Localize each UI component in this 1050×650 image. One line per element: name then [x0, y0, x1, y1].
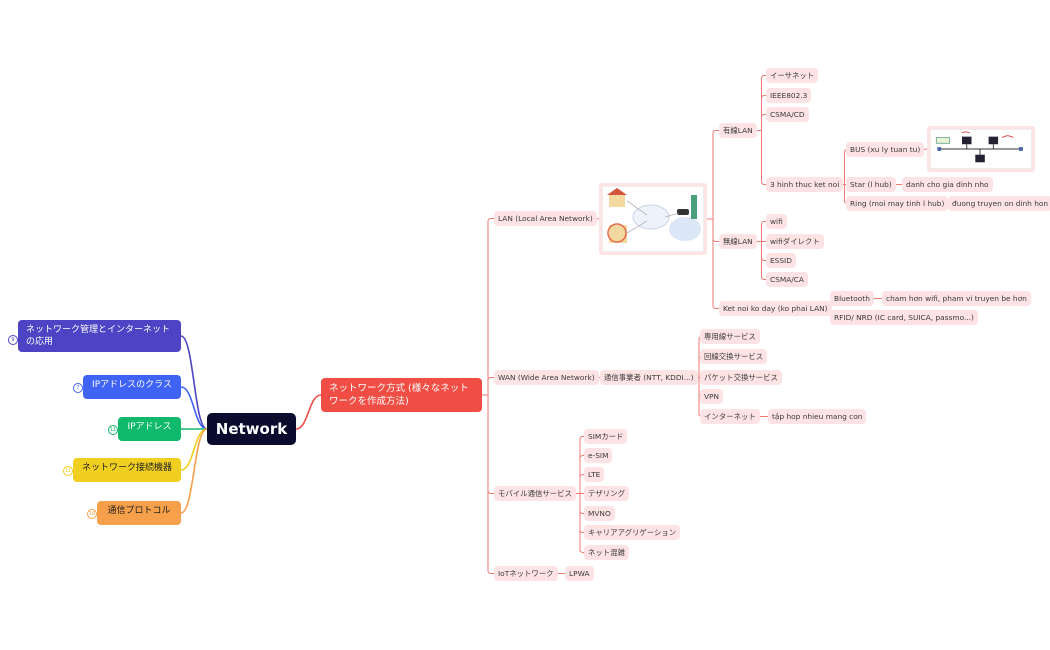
- topic-ip-class[interactable]: IPアドレスのクラス: [83, 375, 181, 399]
- connector-wireless-lan-node-wireless-item-csmaca: [757, 241, 766, 280]
- mobile-item-carrier-aggregation[interactable]: キャリアアグリゲーション: [584, 525, 681, 540]
- lan-node[interactable]: LAN (Local Area Network): [494, 211, 597, 226]
- wireless-item-essid[interactable]: ESSID: [766, 253, 796, 268]
- bluetooth-note[interactable]: cham hơn wifi, pham vi truyen be hơn: [882, 291, 1031, 306]
- internet-note[interactable]: tập hop nhieu mang con: [768, 409, 867, 424]
- mobile-item-tethering[interactable]: テザリング: [584, 486, 629, 501]
- bus-topology-icon: [935, 131, 1023, 163]
- mobile-item-mvno[interactable]: MVNO: [584, 506, 615, 521]
- wired-item-csmacd[interactable]: CSMA/CD: [766, 107, 809, 122]
- topic-ip-address[interactable]: IPアドレス: [118, 417, 181, 441]
- badge-protocols: 18: [87, 509, 97, 519]
- bluetooth-node[interactable]: Bluetooth: [830, 291, 874, 306]
- connector-bus-node-bus-diagram-image: [923, 148, 928, 150]
- connector-main-topic-network-methods-wan-node: [482, 377, 494, 396]
- badge-ip-address: 11: [108, 425, 118, 435]
- badge-network-devices: 11: [63, 466, 73, 476]
- topic-network-devices[interactable]: ネットワーク接続機器: [73, 458, 181, 482]
- iot-node[interactable]: IoTネットワーク: [494, 566, 558, 581]
- rfid-node[interactable]: RFID/ NRD (IC card, SUICA, passmo...): [830, 310, 978, 325]
- lan-illustration-icon: [607, 188, 701, 243]
- badge-network-management: 9: [8, 335, 18, 345]
- bus-node[interactable]: BUS (xu ly tuan tu): [846, 142, 925, 157]
- main-topic-network-methods[interactable]: ネットワーク方式 (様々なネットワークを作成方法): [321, 378, 482, 412]
- carrier-item-leased[interactable]: 専用線サービス: [700, 329, 760, 344]
- connector-main-topic-network-methods-iot-node: [482, 394, 494, 574]
- bus-diagram-image[interactable]: [927, 126, 1035, 172]
- star-note[interactable]: danh cho gia dinh nho: [902, 177, 993, 192]
- connector-main-topic-network-methods-lan-node: [482, 218, 494, 396]
- mobile-node[interactable]: モバイル通信サービス: [494, 486, 576, 501]
- carrier-item-internet[interactable]: インターネット: [700, 409, 760, 424]
- wireless-item-wifi-direct[interactable]: wifiダイレクト: [766, 234, 824, 249]
- star-node[interactable]: Star (l hub): [846, 177, 896, 192]
- wireless-item-wifi[interactable]: wifi: [766, 214, 787, 229]
- connector-central-topic-topic-protocols: [180, 428, 208, 514]
- connector-mobile-node-mobile-item-congestion: [576, 493, 584, 553]
- connector-central-topic-main-topic-network-methods: [295, 394, 322, 430]
- mobile-item-lte[interactable]: LTE: [584, 467, 605, 482]
- wireless-lan-node[interactable]: 無線LAN: [719, 234, 757, 249]
- connector-central-topic-topic-network-management: [180, 335, 208, 430]
- connector-central-topic-topic-network-devices: [180, 428, 208, 471]
- carrier-item-circuit[interactable]: 回線交換サービス: [700, 349, 768, 364]
- connector-wired-lan-node-wired-item-ethernet: [757, 75, 766, 131]
- connector-mobile-node-mobile-item-sim: [576, 436, 584, 494]
- carrier-item-packet[interactable]: パケット交換サービス: [700, 370, 782, 385]
- badge-ip-class: 7: [73, 383, 83, 393]
- wired-lan-node[interactable]: 有線LAN: [719, 123, 757, 138]
- ring-note[interactable]: đuong truyen on dinh hon: [948, 196, 1050, 211]
- wired-item-ethernet[interactable]: イーサネット: [766, 68, 819, 83]
- central-topic[interactable]: Network: [207, 413, 296, 445]
- connector-lan-node-lan-diagram-image: [596, 218, 600, 220]
- ring-node[interactable]: Ring (moi may tinh l hub): [846, 196, 949, 211]
- connector-mobile-node-mobile-item-lte: [576, 474, 584, 494]
- connector-mobile-node-mobile-item-esim: [576, 455, 584, 494]
- connector-wired-lan-node-wired-item-csmacd: [757, 114, 766, 131]
- lan-diagram-image[interactable]: [599, 183, 707, 255]
- wireless-item-csmaca[interactable]: CSMA/CA: [766, 272, 808, 287]
- connector-lan-diagram-image-wired-lan-node: [707, 130, 719, 220]
- topology-node[interactable]: 3 hinh thuc ket noi: [766, 177, 844, 192]
- connector-central-topic-topic-ip-class: [180, 386, 208, 430]
- connector-wireless-lan-node-wireless-item-wifi: [757, 221, 766, 242]
- topic-protocols[interactable]: 通信プロトコル: [97, 501, 181, 525]
- connector-wired-lan-node-wired-item-ieee: [757, 95, 766, 131]
- wan-node[interactable]: WAN (Wide Area Network): [494, 370, 599, 385]
- iot-item-lpwa[interactable]: LPWA: [565, 566, 594, 581]
- connector-wired-lan-node-topology-node: [757, 130, 766, 185]
- connector-lan-diagram-image-wireless-connection-node: [707, 218, 719, 309]
- topic-network-management[interactable]: ネットワーク管理とインターネットの応用: [18, 320, 181, 352]
- wireless-connection-node[interactable]: Ket noi ko day (ko phai LAN): [719, 301, 832, 316]
- carrier-node[interactable]: 通信事業者 (NTT, KDDI...): [600, 370, 698, 385]
- carrier-item-vpn[interactable]: VPN: [700, 389, 724, 404]
- mobile-item-sim[interactable]: SIMカード: [584, 429, 628, 444]
- mobile-item-esim[interactable]: e-SIM: [584, 448, 613, 463]
- mobile-item-congestion[interactable]: ネット混雑: [584, 545, 629, 560]
- wired-item-ieee[interactable]: IEEE802.3: [766, 88, 812, 103]
